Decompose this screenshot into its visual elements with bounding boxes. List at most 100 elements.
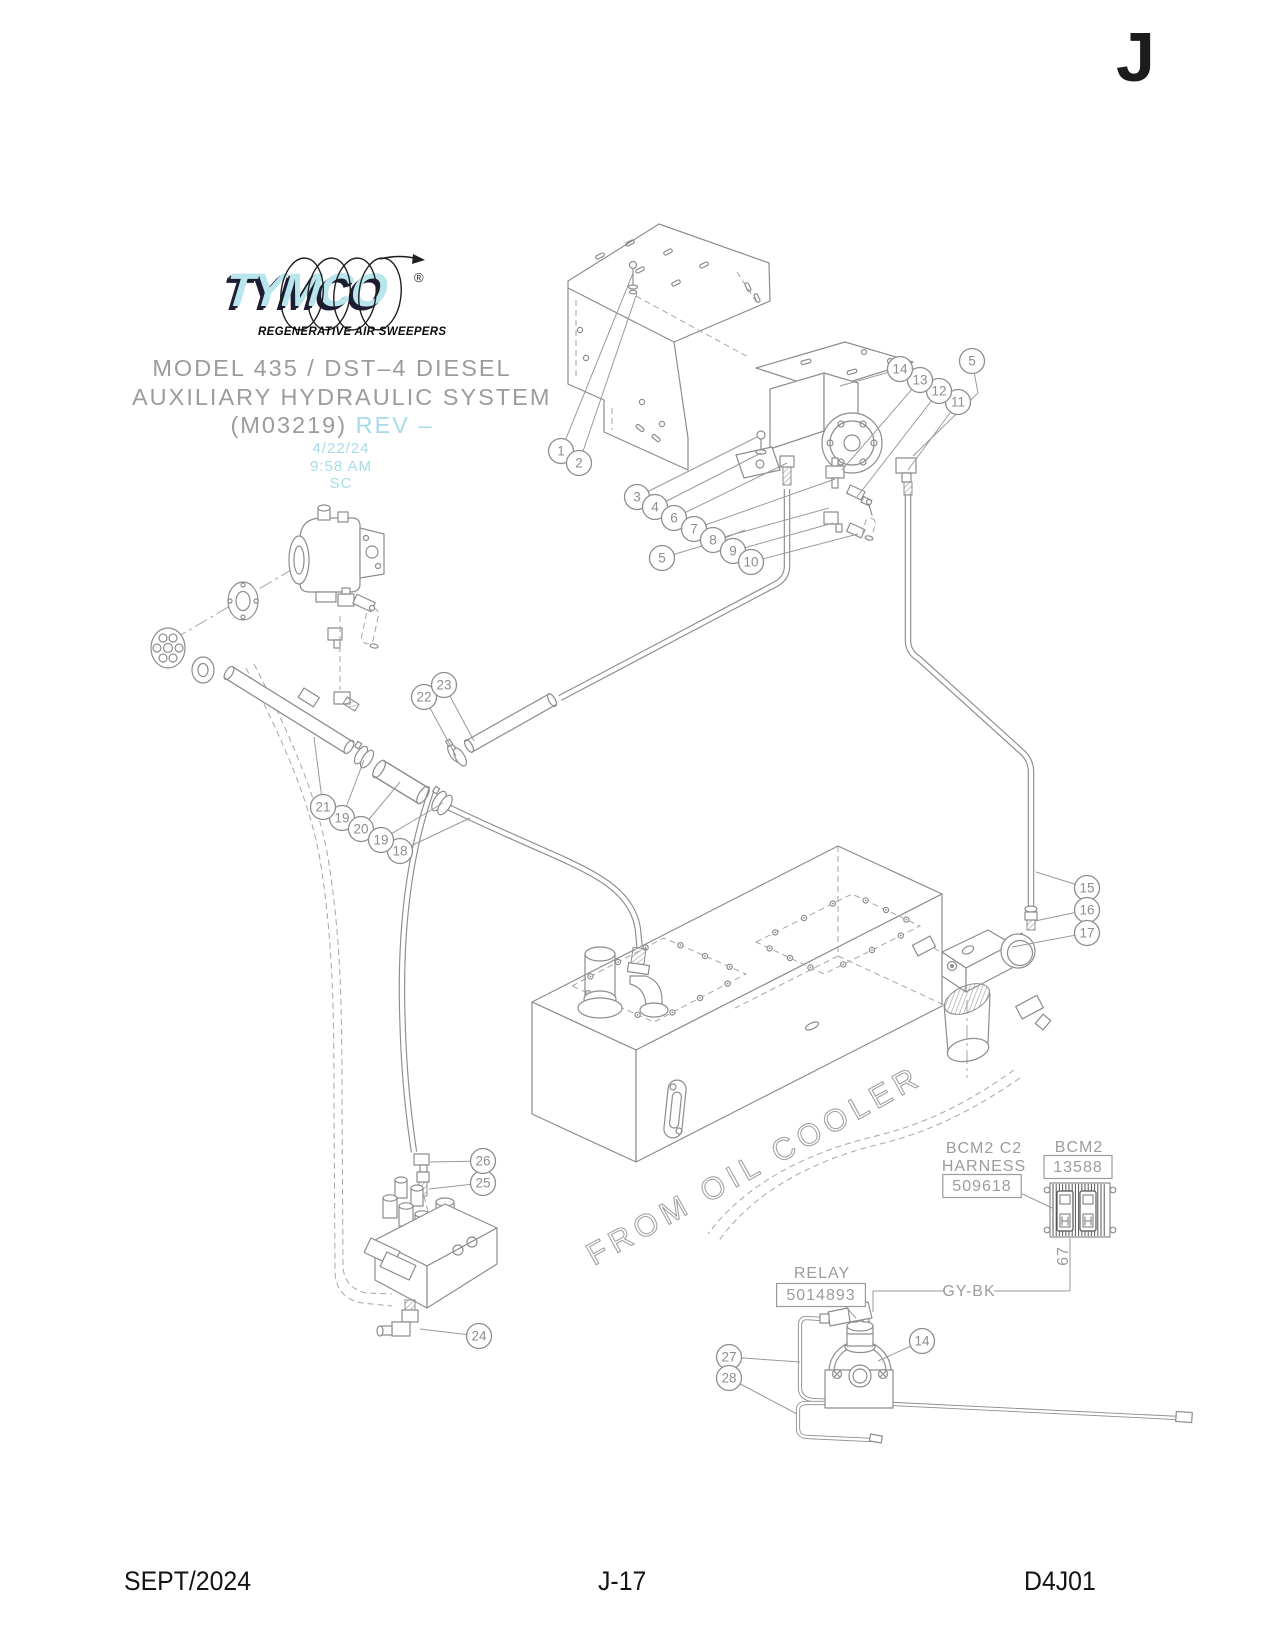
callout-6: 6 (660, 504, 688, 532)
svg-text:17: 17 (1079, 926, 1094, 941)
svg-text:BCM2: BCM2 (1055, 1139, 1103, 1156)
callout-22: 22 (410, 683, 438, 711)
callout-16: 16 (1073, 896, 1101, 924)
svg-text:3: 3 (633, 490, 641, 505)
registered-mark: ® (414, 270, 424, 285)
svg-text:15: 15 (1079, 881, 1094, 896)
svg-text:2: 2 (575, 456, 583, 471)
label-relay: RELAY (794, 1265, 850, 1282)
section-letter: J (1116, 18, 1155, 96)
svg-text:22: 22 (416, 690, 431, 705)
svg-text:509618: 509618 (952, 1178, 1011, 1195)
label-relay-part: 5014893 (775, 1282, 866, 1308)
svg-text:4: 4 (651, 500, 659, 515)
relay-assembly (795, 1301, 1193, 1444)
callout-5: 5 (648, 544, 676, 572)
callout-19: 19 (328, 804, 356, 832)
title-line-1: MODEL 435 / DST–4 DIESEL (152, 355, 512, 381)
svg-text:GY-BK: GY-BK (942, 1283, 995, 1300)
tymco-logo: TYMCO ® REGENERATIVE AIR SWEEPERS (223, 250, 446, 352)
filter-assembly (911, 905, 1052, 1078)
callout-28: 28 (715, 1364, 743, 1392)
label-harness: HARNESS (942, 1158, 1026, 1175)
svg-text:13588: 13588 (1053, 1159, 1103, 1176)
hose-from-oil-cooler (707, 1069, 1021, 1243)
rev-time: 9:58 AM (309, 457, 373, 475)
callout-18: 18 (386, 837, 414, 865)
label-bcm2: BCM2 (1055, 1139, 1103, 1156)
reservoir-tank (531, 845, 943, 1163)
svg-text:HARNESS: HARNESS (942, 1158, 1026, 1175)
rev-initials: SC (329, 475, 353, 493)
bcm2-relay-socket (1079, 1190, 1097, 1232)
svg-text:28: 28 (721, 1371, 736, 1386)
fitting-cluster (779, 455, 917, 541)
callout-20: 20 (347, 815, 375, 843)
mounting-bracket (567, 223, 771, 471)
callout-8: 8 (699, 526, 727, 554)
callout-21: 21 (309, 793, 337, 821)
callout-26: 26 (469, 1147, 497, 1175)
svg-text:25: 25 (475, 1176, 490, 1191)
svg-text:7: 7 (690, 522, 698, 537)
callout-7: 7 (680, 515, 708, 543)
svg-text:13: 13 (912, 373, 927, 388)
wiring (844, 1190, 1071, 1319)
bcm2-relay-socket (1056, 1190, 1074, 1232)
callout-17: 17 (1073, 919, 1101, 947)
svg-text:BCM2 C2: BCM2 C2 (946, 1140, 1022, 1157)
svg-text:23: 23 (436, 678, 451, 693)
hydraulic-pump-assembly (735, 341, 914, 479)
callout-5: 5 (958, 347, 986, 375)
svg-text:21: 21 (315, 800, 330, 815)
title-line-3: (M03219) REV – (132, 411, 532, 440)
callout-2: 2 (565, 449, 593, 477)
suction-strainer (943, 983, 991, 1078)
svg-text:26: 26 (475, 1154, 490, 1169)
footer-date: SEPT/2024 (124, 1566, 252, 1596)
callout-23: 23 (430, 671, 458, 699)
svg-text:10: 10 (743, 555, 758, 570)
svg-text:12: 12 (931, 384, 946, 399)
svg-text:5014893: 5014893 (786, 1287, 855, 1304)
callout-25: 25 (469, 1169, 497, 1197)
svg-text:67: 67 (1055, 1246, 1072, 1266)
hose-tank-return (444, 803, 644, 953)
flex-coupling (150, 627, 186, 669)
svg-text:5: 5 (658, 551, 666, 566)
callout-10: 10 (737, 548, 765, 576)
footer-doc-code: D4J01 (1024, 1566, 1096, 1596)
svg-text:20: 20 (353, 822, 368, 837)
hose-left-long-hidden (245, 663, 393, 1307)
label-wire-gy-bk: GY-BK (942, 1283, 995, 1300)
pressure-gauge (1000, 933, 1036, 969)
callout-14: 14 (886, 355, 914, 383)
callout-11: 11 (944, 388, 972, 416)
callout-15: 15 (1073, 874, 1101, 902)
bcm2-module (1043, 1182, 1117, 1238)
callout-27: 27 (715, 1343, 743, 1371)
svg-text:16: 16 (1079, 903, 1094, 918)
svg-text:27: 27 (721, 1350, 736, 1365)
svg-text:24: 24 (471, 1329, 487, 1344)
label-wire-67: 67 (1055, 1246, 1072, 1266)
svg-text:19: 19 (334, 811, 349, 826)
part-number: (M03219) (230, 412, 348, 439)
svg-text:18: 18 (392, 844, 407, 859)
svg-text:8: 8 (709, 533, 717, 548)
tank-access-panel-1 (570, 937, 748, 1023)
tank-access-panel-2 (754, 893, 922, 975)
drawing-title-block: MODEL 435 / DST–4 DIESEL AUXILIARY HYDRA… (132, 354, 549, 493)
svg-text:6: 6 (670, 511, 678, 526)
svg-text:19: 19 (373, 833, 388, 848)
callout-19: 19 (367, 826, 395, 854)
svg-text:RELAY: RELAY (794, 1265, 850, 1282)
label-harness-part: 509618 (942, 1173, 1022, 1199)
sight-gauge (663, 1079, 687, 1139)
coupling-disc (191, 656, 215, 684)
valve-manifold (363, 1153, 498, 1337)
svg-text:14: 14 (892, 362, 908, 377)
label-bcm2-c2: BCM2 C2 (946, 1140, 1022, 1157)
